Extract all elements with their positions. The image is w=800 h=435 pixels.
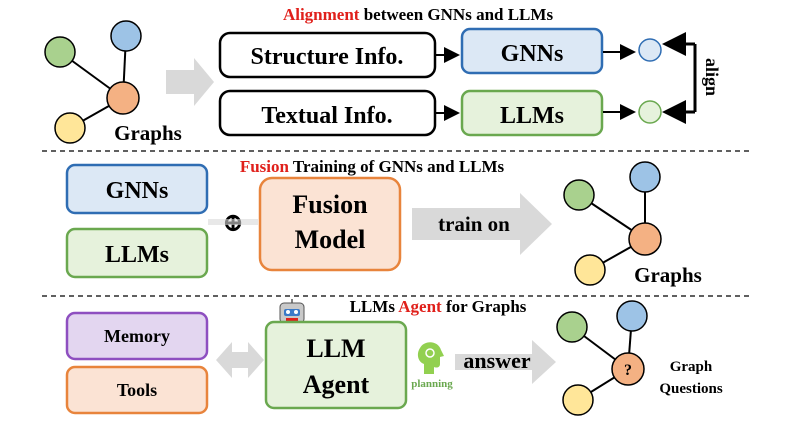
memory-label: Memory bbox=[104, 326, 170, 346]
train-arrow bbox=[412, 193, 552, 255]
graph-node-green bbox=[563, 179, 595, 211]
planning-label: planning bbox=[411, 378, 453, 390]
textual-info-label: Textual Info. bbox=[261, 103, 392, 129]
llms-label-1: LLMs bbox=[500, 103, 564, 129]
llms-label-2: LLMs bbox=[105, 242, 169, 268]
llm-agent-box bbox=[264, 320, 408, 410]
align-label: align bbox=[702, 58, 722, 96]
section2-title-rest: Training of GNNs and LLMs bbox=[289, 157, 505, 176]
tools-box bbox=[65, 365, 209, 415]
section1-title-rest: between GNNs and LLMs bbox=[359, 5, 553, 24]
llm-embedding-node bbox=[638, 100, 662, 124]
planning-head-icon bbox=[417, 342, 444, 374]
graph-node-yellow bbox=[562, 384, 594, 416]
gnns-label-2: GNNs bbox=[106, 178, 169, 204]
robot-icon bbox=[279, 299, 305, 324]
structure-info-box bbox=[218, 31, 437, 79]
graph-node-orange bbox=[628, 222, 662, 256]
memory-box bbox=[65, 311, 209, 361]
graph-node-blue bbox=[616, 300, 648, 332]
gnns-box-1 bbox=[460, 27, 604, 75]
memory-tools-agent-arrow bbox=[216, 342, 264, 378]
answer-arrow bbox=[455, 340, 556, 384]
section1-title-highlight: Alignment bbox=[283, 5, 360, 24]
section3-title: LLMs Agent for Graphs bbox=[350, 297, 527, 316]
agent-label-line1: LLM bbox=[306, 334, 365, 363]
graph-node-green bbox=[556, 311, 588, 343]
agent-label-line2: Agent bbox=[303, 370, 370, 399]
fusion-label-line1: Fusion bbox=[292, 190, 368, 219]
graph-node-yellow bbox=[574, 254, 606, 286]
llms-box-2 bbox=[65, 227, 209, 279]
section3-title-rest: for Graphs bbox=[442, 297, 527, 316]
section3-title-pre: LLMs bbox=[350, 297, 399, 316]
graph-node-orange bbox=[106, 81, 140, 115]
graph-node-question bbox=[611, 352, 645, 386]
section2-title: Fusion Training of GNNs and LLMs bbox=[240, 157, 505, 176]
gnn-embedding-node bbox=[638, 38, 662, 62]
fusion-label-line2: Model bbox=[295, 225, 366, 254]
graph-node-yellow bbox=[54, 112, 86, 144]
section3-title-highlight: Agent bbox=[398, 297, 442, 316]
training-graph bbox=[563, 161, 662, 286]
graph-questions-line1: Graph bbox=[670, 359, 713, 375]
llms-box-1 bbox=[460, 89, 604, 137]
section2-title-highlight: Fusion bbox=[240, 157, 290, 176]
graph-questions-line2: Questions bbox=[659, 381, 723, 397]
graph-node-blue bbox=[110, 20, 142, 52]
textual-info-box bbox=[218, 89, 437, 137]
big-arrow-1 bbox=[166, 58, 214, 106]
input-graph bbox=[44, 20, 142, 144]
question-graph bbox=[556, 300, 648, 416]
gnns-label-1: GNNs bbox=[501, 41, 564, 67]
question-mark-label: ? bbox=[624, 362, 632, 379]
section1-title: Alignment between GNNs and LLMs bbox=[283, 5, 554, 24]
gnns-box-2 bbox=[65, 163, 209, 215]
train-on-label: train on bbox=[438, 212, 510, 236]
graph-node-green bbox=[44, 36, 76, 68]
answer-label: answer bbox=[463, 348, 530, 373]
graph-node-blue bbox=[629, 161, 661, 193]
graphs-label-2: Graphs bbox=[634, 263, 702, 287]
fusion-model-box bbox=[258, 176, 402, 272]
structure-info-label: Structure Info. bbox=[251, 44, 404, 70]
tools-label: Tools bbox=[117, 380, 157, 400]
graphs-label: Graphs bbox=[114, 121, 182, 145]
